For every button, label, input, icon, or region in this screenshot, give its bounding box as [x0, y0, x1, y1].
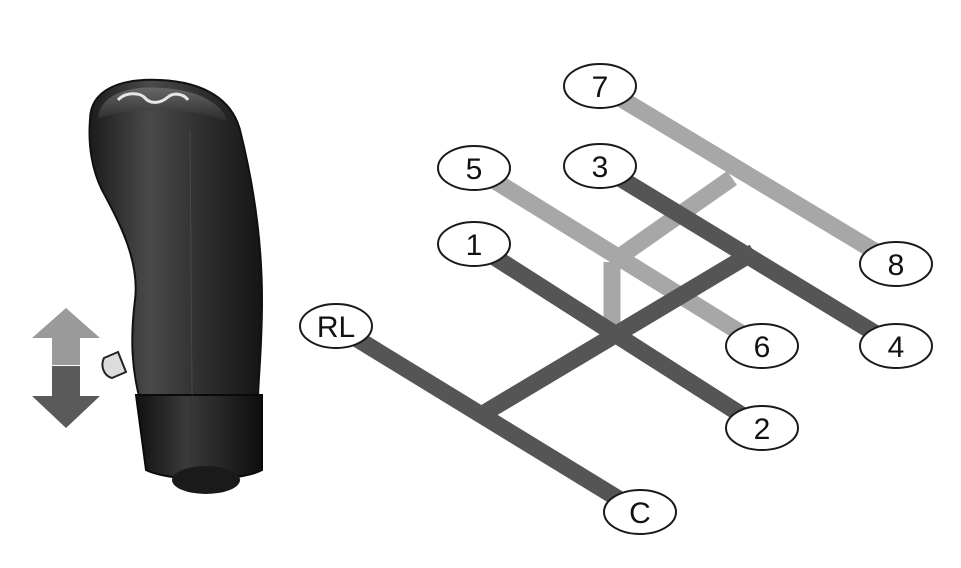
gear-bubble-c: C: [603, 489, 677, 535]
gear-label-8: 8: [888, 249, 905, 282]
track-7-8: [595, 78, 901, 272]
gear-label-c: C: [629, 497, 651, 530]
gear-label-5: 5: [466, 153, 483, 186]
gear-bubble-3: 3: [563, 143, 637, 189]
gear-label-1: 1: [466, 229, 483, 262]
gear-label-rl: RL: [317, 311, 355, 344]
gear-label-3: 3: [592, 151, 609, 184]
knob-logo: [116, 92, 190, 104]
gear-bubble-7: 7: [563, 63, 637, 109]
gear-bubble-6: 6: [725, 323, 799, 369]
low-range-crossbar: [481, 244, 759, 420]
gear-label-4: 4: [888, 331, 905, 364]
gear-bubble-2: 2: [725, 405, 799, 451]
gear-bubble-5: 5: [437, 145, 511, 191]
gear-bubble-rl: RL: [299, 303, 373, 349]
gear-bubble-8: 8: [859, 241, 933, 287]
high-range-crossbar: [607, 171, 737, 269]
gear-label-7: 7: [592, 71, 609, 104]
gear-bubble-1: 1: [437, 221, 511, 267]
gear-bubble-4: 4: [859, 323, 933, 369]
gear-label-2: 2: [754, 413, 771, 446]
shift-pattern: [331, 78, 901, 520]
gear-label-6: 6: [754, 331, 771, 364]
up-down-arrow-icon: [32, 308, 100, 428]
gear-knob-icon: [88, 78, 264, 494]
track-rl-c: [331, 318, 645, 520]
